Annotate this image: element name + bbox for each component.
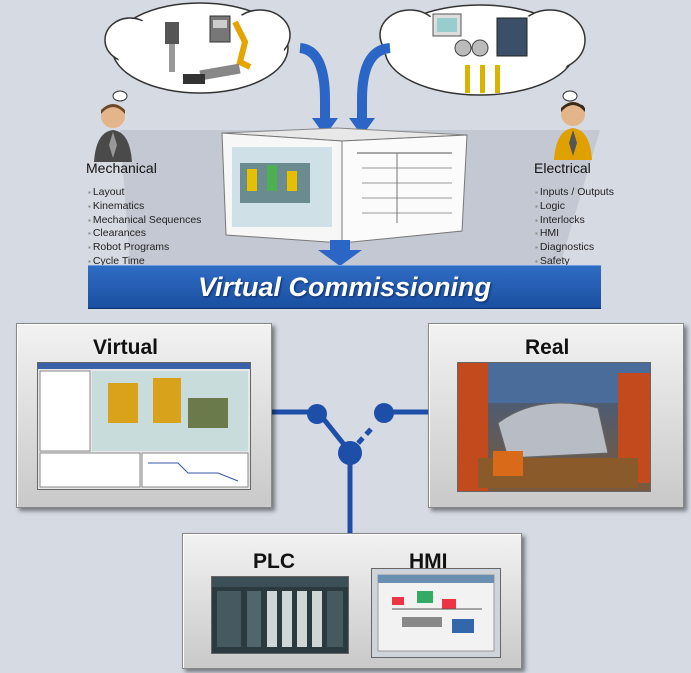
virtual-panel: Virtual <box>16 323 272 508</box>
plc-title: PLC <box>253 550 295 573</box>
electrical-list: Inputs / Outputs Logic Interlocks HMI Di… <box>535 186 614 269</box>
mechanical-person-icon <box>94 104 132 162</box>
list-item: Interlocks <box>535 214 614 228</box>
electrical-device-icons <box>432 13 528 93</box>
virtual-screenshot <box>37 362 251 490</box>
electrical-heading: Electrical <box>534 160 591 176</box>
hmi-panel-image <box>371 568 501 658</box>
simulation-cube <box>221 127 468 244</box>
list-item: Robot Programs <box>88 241 201 255</box>
hmi-title: HMI <box>409 550 448 573</box>
input-arrows <box>299 43 391 136</box>
real-photo <box>457 362 651 492</box>
virtual-commissioning-banner: Virtual Commissioning <box>88 265 601 309</box>
real-title: Real <box>525 336 570 359</box>
list-item: HMI <box>535 227 614 241</box>
list-item: Layout <box>88 186 201 200</box>
list-item: Inputs / Outputs <box>535 186 614 200</box>
plc-hardware-image <box>211 576 349 654</box>
list-item: Clearances <box>88 227 201 241</box>
electrical-person-icon <box>554 102 592 160</box>
list-item: Safety <box>535 255 614 269</box>
list-item: Diagnostics <box>535 241 614 255</box>
list-item: Kinematics <box>88 200 201 214</box>
real-panel: Real <box>428 323 684 508</box>
list-item: Logic <box>535 200 614 214</box>
mechanical-list: Layout Kinematics Mechanical Sequences C… <box>88 186 202 269</box>
mechanical-heading: Mechanical <box>86 160 157 176</box>
plc-hmi-panel: PLC HMI <box>182 533 522 669</box>
virtual-title: Virtual <box>93 336 158 359</box>
list-item: Cycle Time <box>88 255 201 269</box>
output-arrow <box>318 240 362 266</box>
mechanical-device-icons <box>165 15 252 84</box>
list-item: Mechanical Sequences <box>88 214 202 228</box>
banner-title: Virtual Commissioning <box>197 271 492 302</box>
mechanical-thought-cloud <box>104 2 291 112</box>
